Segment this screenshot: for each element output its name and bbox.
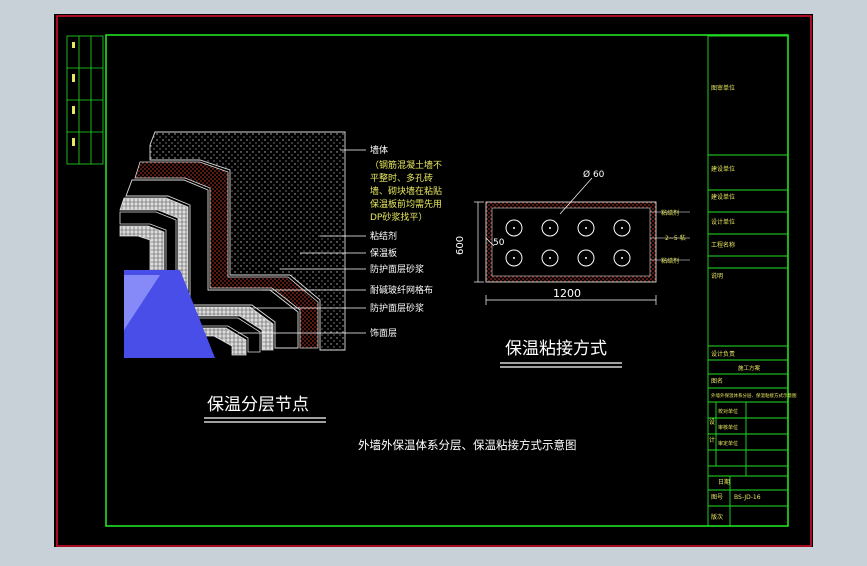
title-block-field: 审核单位 <box>718 424 738 431</box>
dim-diameter-label: Ø 60 <box>583 169 605 180</box>
wall-layer <box>149 131 346 351</box>
binding-strip-marks <box>72 42 75 146</box>
adhesive-dot-center <box>585 227 587 229</box>
layer-label: 防护面层砂浆 <box>370 263 424 275</box>
title-block-field: 图审单位 <box>711 84 735 92</box>
title-block-field: 建设单位 <box>711 165 735 173</box>
adhesive-dot-center <box>585 257 587 259</box>
dim-spacing-label: 50 <box>493 238 505 248</box>
layer-label: 耐碱玻纤网格布 <box>370 284 433 296</box>
adhesive-dot-center <box>621 227 623 229</box>
dim-height-label: 600 <box>455 236 466 255</box>
layer-label: 防护面层砂浆 <box>370 302 424 314</box>
dim-diameter-leader <box>559 177 593 215</box>
adhesive-dot-center <box>621 257 623 259</box>
adhesive-dot <box>613 249 631 267</box>
title-block-field: BS-JD-16 <box>734 494 761 501</box>
bonding-diagram: 600 1200 Ø 60 50 粘结剂 2~5 粘 粘结剂 <box>455 169 690 305</box>
adhesive-dot <box>505 219 523 237</box>
layer-label: 平整时、多孔砖 <box>370 172 433 184</box>
title-block-field: 日期 <box>718 478 730 486</box>
drawing-caption: 外墙外保温体系分层、保温粘接方式示意图 <box>358 438 577 452</box>
layer-label: 粘结剂 <box>370 230 397 242</box>
sheet-outer-frame <box>56 15 812 547</box>
title-block-field: 校对单位 <box>718 408 738 415</box>
layer-label: 饰面层 <box>370 327 397 339</box>
side-label-1: 粘结剂 <box>661 209 679 217</box>
title-block-field: 设计单位 <box>711 218 735 226</box>
layer-label: （钢筋混凝土墙不 <box>370 159 442 171</box>
title-block-text: 图审单位建设单位建设单位设计单位工程名称说明设计负责施工方案图名外墙外保温体系分… <box>709 84 797 521</box>
bonding-detail-title: 保温粘接方式 <box>505 339 607 359</box>
layer-label: 保温板 <box>370 247 397 259</box>
adhesive-dot <box>505 249 523 267</box>
adhesive-dot <box>541 249 559 267</box>
side-label-3: 粘结剂 <box>661 257 679 265</box>
title-block-field: 施工方案 <box>738 364 761 372</box>
mesh-layer <box>119 197 274 351</box>
title-block <box>707 35 789 527</box>
title-block-field: 说明 <box>711 272 723 280</box>
layer-label: 墙体 <box>370 144 388 156</box>
layer-leader-lines <box>238 149 366 334</box>
title-block-field: 工程名称 <box>711 241 735 249</box>
adhesive-dot-center <box>513 227 515 229</box>
title-block-field: 计 <box>709 436 715 444</box>
adhesive-dot <box>577 249 595 267</box>
dim-width-label: 1200 <box>553 287 581 300</box>
insulation-layer <box>125 179 299 349</box>
side-label-2: 2~5 粘 <box>665 234 686 242</box>
layer-detail-title: 保温分层节点 <box>207 395 309 415</box>
adhesive-dot-center <box>549 227 551 229</box>
title-block-field: 设计负责 <box>711 350 735 358</box>
layer-label: 保温板前均需先用 <box>370 198 442 210</box>
levelling-layer <box>134 161 319 349</box>
adhesive-dot-center <box>513 257 515 259</box>
title-block-field: 图号 <box>711 494 723 501</box>
finish-face-highlight <box>124 275 160 330</box>
title-block-field: 外墙外保温体系分层、保温粘接方式示意图 <box>711 392 797 399</box>
adhesive-dot-center <box>549 257 551 259</box>
dim-spacing-mark <box>485 237 495 247</box>
title-block-field: 审定单位 <box>718 440 738 447</box>
binding-strip <box>66 35 104 165</box>
adhesive-dot <box>577 219 595 237</box>
title-block-field: 建设单位 <box>711 193 735 201</box>
adhesive-dot <box>613 219 631 237</box>
layer-labels: 墙体 （钢筋混凝土墙不平整时、多孔砖墙、砌块墙在粘贴保温板前均需先用DP砂浆找平）… <box>370 144 442 339</box>
adhesive-dots <box>505 219 631 267</box>
title-block-field: 版次 <box>711 513 723 521</box>
layer-detail-drawing <box>119 131 346 358</box>
title-block-field: 设 <box>709 418 715 426</box>
layer-label: 墙、砌块墙在粘贴 <box>370 185 442 197</box>
layer-label: DP砂浆找平） <box>370 211 427 223</box>
adhesive-dot <box>541 219 559 237</box>
title-block-field: 图名 <box>711 377 723 385</box>
